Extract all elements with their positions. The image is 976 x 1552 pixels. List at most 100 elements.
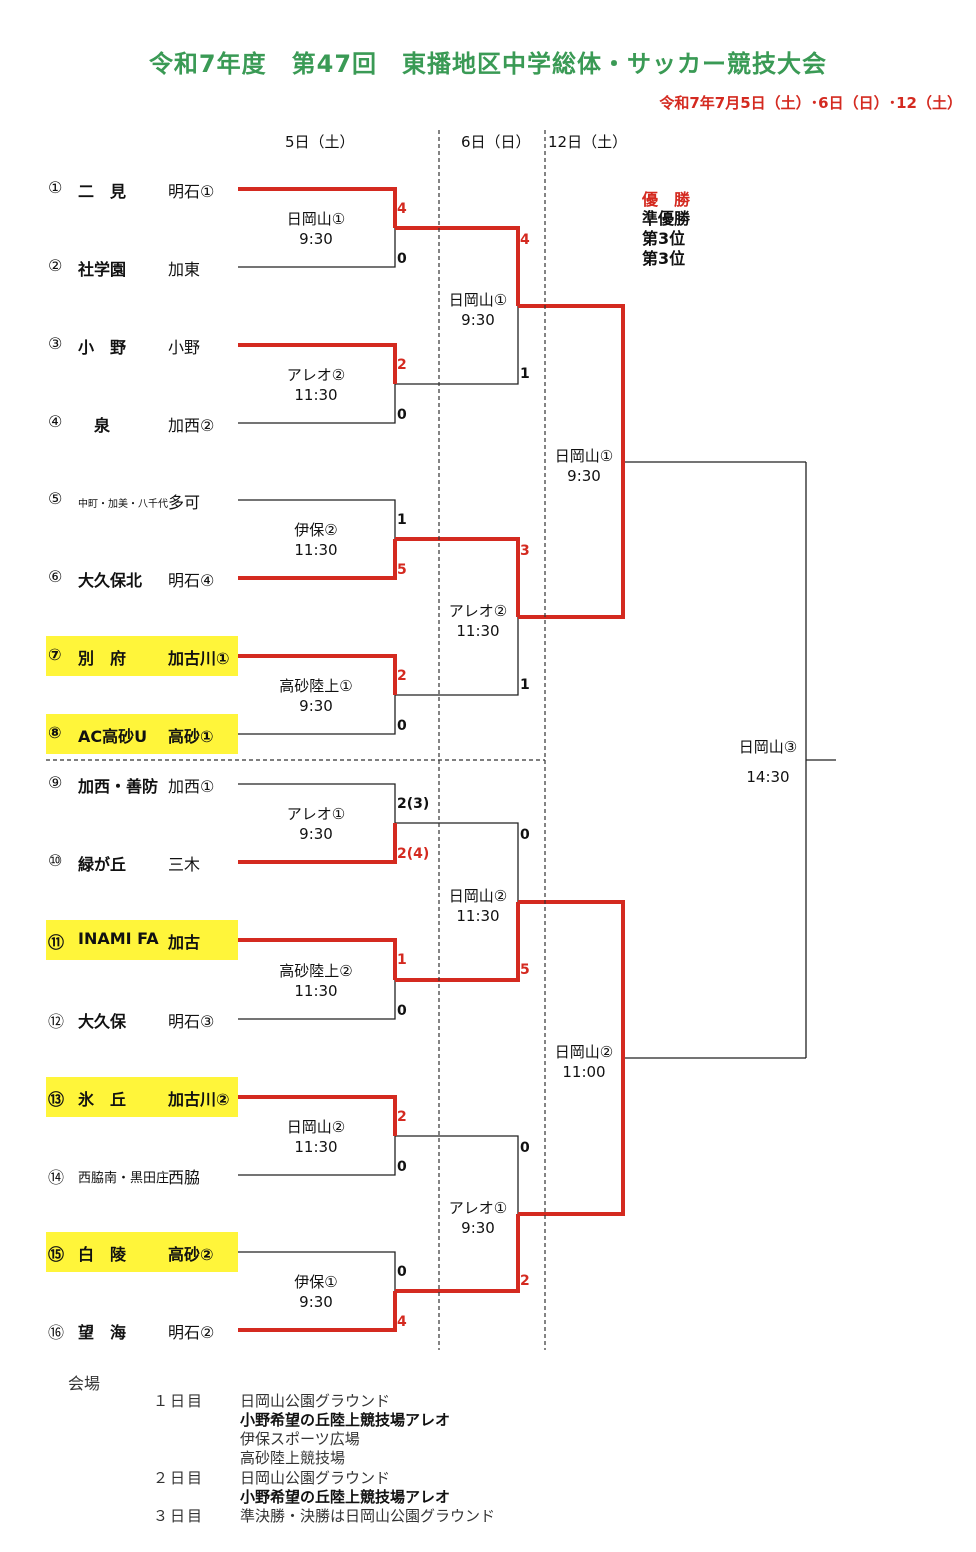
team-seed: ② xyxy=(48,256,63,275)
venue-day1-1: 日岡山公園グラウンド xyxy=(240,1392,391,1410)
venue-day1-2: 小野希望の丘陸上競技場アレオ xyxy=(240,1411,451,1429)
team-region: 明石③ xyxy=(168,1012,215,1031)
venue-day3-1: 準決勝・決勝は日岡山公園グラウンド xyxy=(240,1507,496,1525)
team-name: 緑が丘 xyxy=(78,855,127,874)
score-label: 2 xyxy=(520,1273,530,1289)
venue-section-label: 会場 xyxy=(68,1374,101,1393)
score-label: 1 xyxy=(520,677,530,693)
round1-win-path xyxy=(238,187,397,228)
team-row: ⑦ 別 府 加古川① xyxy=(46,636,238,676)
result-third-2: 第3位 xyxy=(642,249,686,268)
match-venue-label: 高砂陸上① xyxy=(279,677,353,695)
round1-win-path xyxy=(238,343,397,384)
round1-win-path xyxy=(238,654,397,695)
team-name: 望 海 xyxy=(78,1323,127,1342)
score-label: 2 xyxy=(397,1109,407,1125)
team-seed: ⑧ xyxy=(48,723,62,742)
team-name: 中町・加美・八千代 xyxy=(78,499,168,510)
venue-day3-label: ３日目 xyxy=(153,1507,205,1525)
tournament-dates: 令和7年7月5日（土）･6日（日）･12（土） xyxy=(659,94,962,112)
team-seed: ④ xyxy=(48,412,63,431)
team-row: ② 社学園 加東 xyxy=(46,247,238,287)
team-region: 加西① xyxy=(168,777,215,796)
match-time-label: 9:30 xyxy=(461,1219,495,1237)
score-label: 1 xyxy=(397,512,407,528)
score-label: 2(3) xyxy=(397,796,430,812)
team-name: 別 府 xyxy=(78,649,127,668)
score-label: 2 xyxy=(397,668,407,684)
match-venue-label: 伊保① xyxy=(294,1273,338,1291)
match-venue-label: アレオ② xyxy=(286,366,346,384)
round2-win-path xyxy=(395,1214,520,1293)
round1-win-path xyxy=(238,1095,397,1136)
team-name: 氷 丘 xyxy=(78,1090,127,1109)
day-header-2: 6日（日） xyxy=(461,133,531,151)
team-name: 大久保 xyxy=(78,1012,127,1031)
match-time-label: 11:30 xyxy=(294,386,338,404)
match-time-label: 11:30 xyxy=(294,982,338,1000)
match-venue-label: アレオ① xyxy=(448,1199,508,1217)
team-region: 明石① xyxy=(168,182,215,201)
day-header-1: 5日（土） xyxy=(285,133,355,151)
team-seed: ⑫ xyxy=(48,1012,65,1031)
score-label: 5 xyxy=(520,962,530,978)
venue-day2-label: ２日目 xyxy=(153,1469,205,1487)
team-name: 泉 xyxy=(78,416,111,435)
team-region: 高砂① xyxy=(168,727,214,746)
team-region: 多可 xyxy=(168,493,201,512)
score-label: 0 xyxy=(520,1140,530,1156)
team-region: 明石② xyxy=(168,1323,215,1342)
score-label: 2 xyxy=(397,357,407,373)
semifinal-entry xyxy=(518,900,625,1216)
result-third-1: 第3位 xyxy=(642,229,686,248)
final-venue-label: 日岡山③ xyxy=(738,738,798,756)
score-label: 4 xyxy=(397,201,407,217)
team-name: 二 見 xyxy=(78,182,127,201)
score-label: 4 xyxy=(397,1314,407,1330)
match-venue-label: 日岡山② xyxy=(286,1118,346,1136)
team-row: ④ 泉加西② xyxy=(46,403,238,443)
score-label: 0 xyxy=(397,251,407,267)
match-venue-label: 日岡山② xyxy=(554,1043,614,1061)
match-time-label: 11:00 xyxy=(562,1063,606,1081)
final-time-label: 14:30 xyxy=(746,768,790,786)
team-seed: ⑦ xyxy=(48,645,62,664)
score-label: 1 xyxy=(520,366,530,382)
score-label: 5 xyxy=(397,562,407,578)
team-name: 加西・善防 xyxy=(78,777,159,796)
team-name: 小 野 xyxy=(78,338,127,357)
team-region: 加古川① xyxy=(168,649,230,668)
team-region: 加東 xyxy=(168,260,201,279)
score-label: 0 xyxy=(397,1159,407,1175)
match-venue-label: 日岡山① xyxy=(448,291,508,309)
team-seed: ⑭ xyxy=(48,1168,65,1187)
team-seed: ⑥ xyxy=(48,567,63,586)
result-runner-up: 準優勝 xyxy=(642,209,691,228)
venue-day1-label: １日目 xyxy=(153,1392,205,1410)
round1-win-path xyxy=(238,938,397,980)
score-label: 0 xyxy=(397,718,407,734)
team-name: 西脇南・黒田庄 xyxy=(78,1171,170,1186)
round2-win-path xyxy=(395,537,520,617)
score-label: 0 xyxy=(397,407,407,423)
match-venue-label: 日岡山② xyxy=(448,887,508,905)
team-name: 大久保北 xyxy=(78,571,143,590)
team-name: 社学園 xyxy=(78,260,127,279)
match-time-label: 11:30 xyxy=(456,622,500,640)
match-venue-label: 日岡山① xyxy=(286,210,346,228)
score-label: 3 xyxy=(520,543,530,559)
team-name: INAMI FA xyxy=(78,929,159,948)
team-row: ⑫ 大久保 明石③ xyxy=(46,999,238,1039)
team-region: 三木 xyxy=(168,855,201,874)
